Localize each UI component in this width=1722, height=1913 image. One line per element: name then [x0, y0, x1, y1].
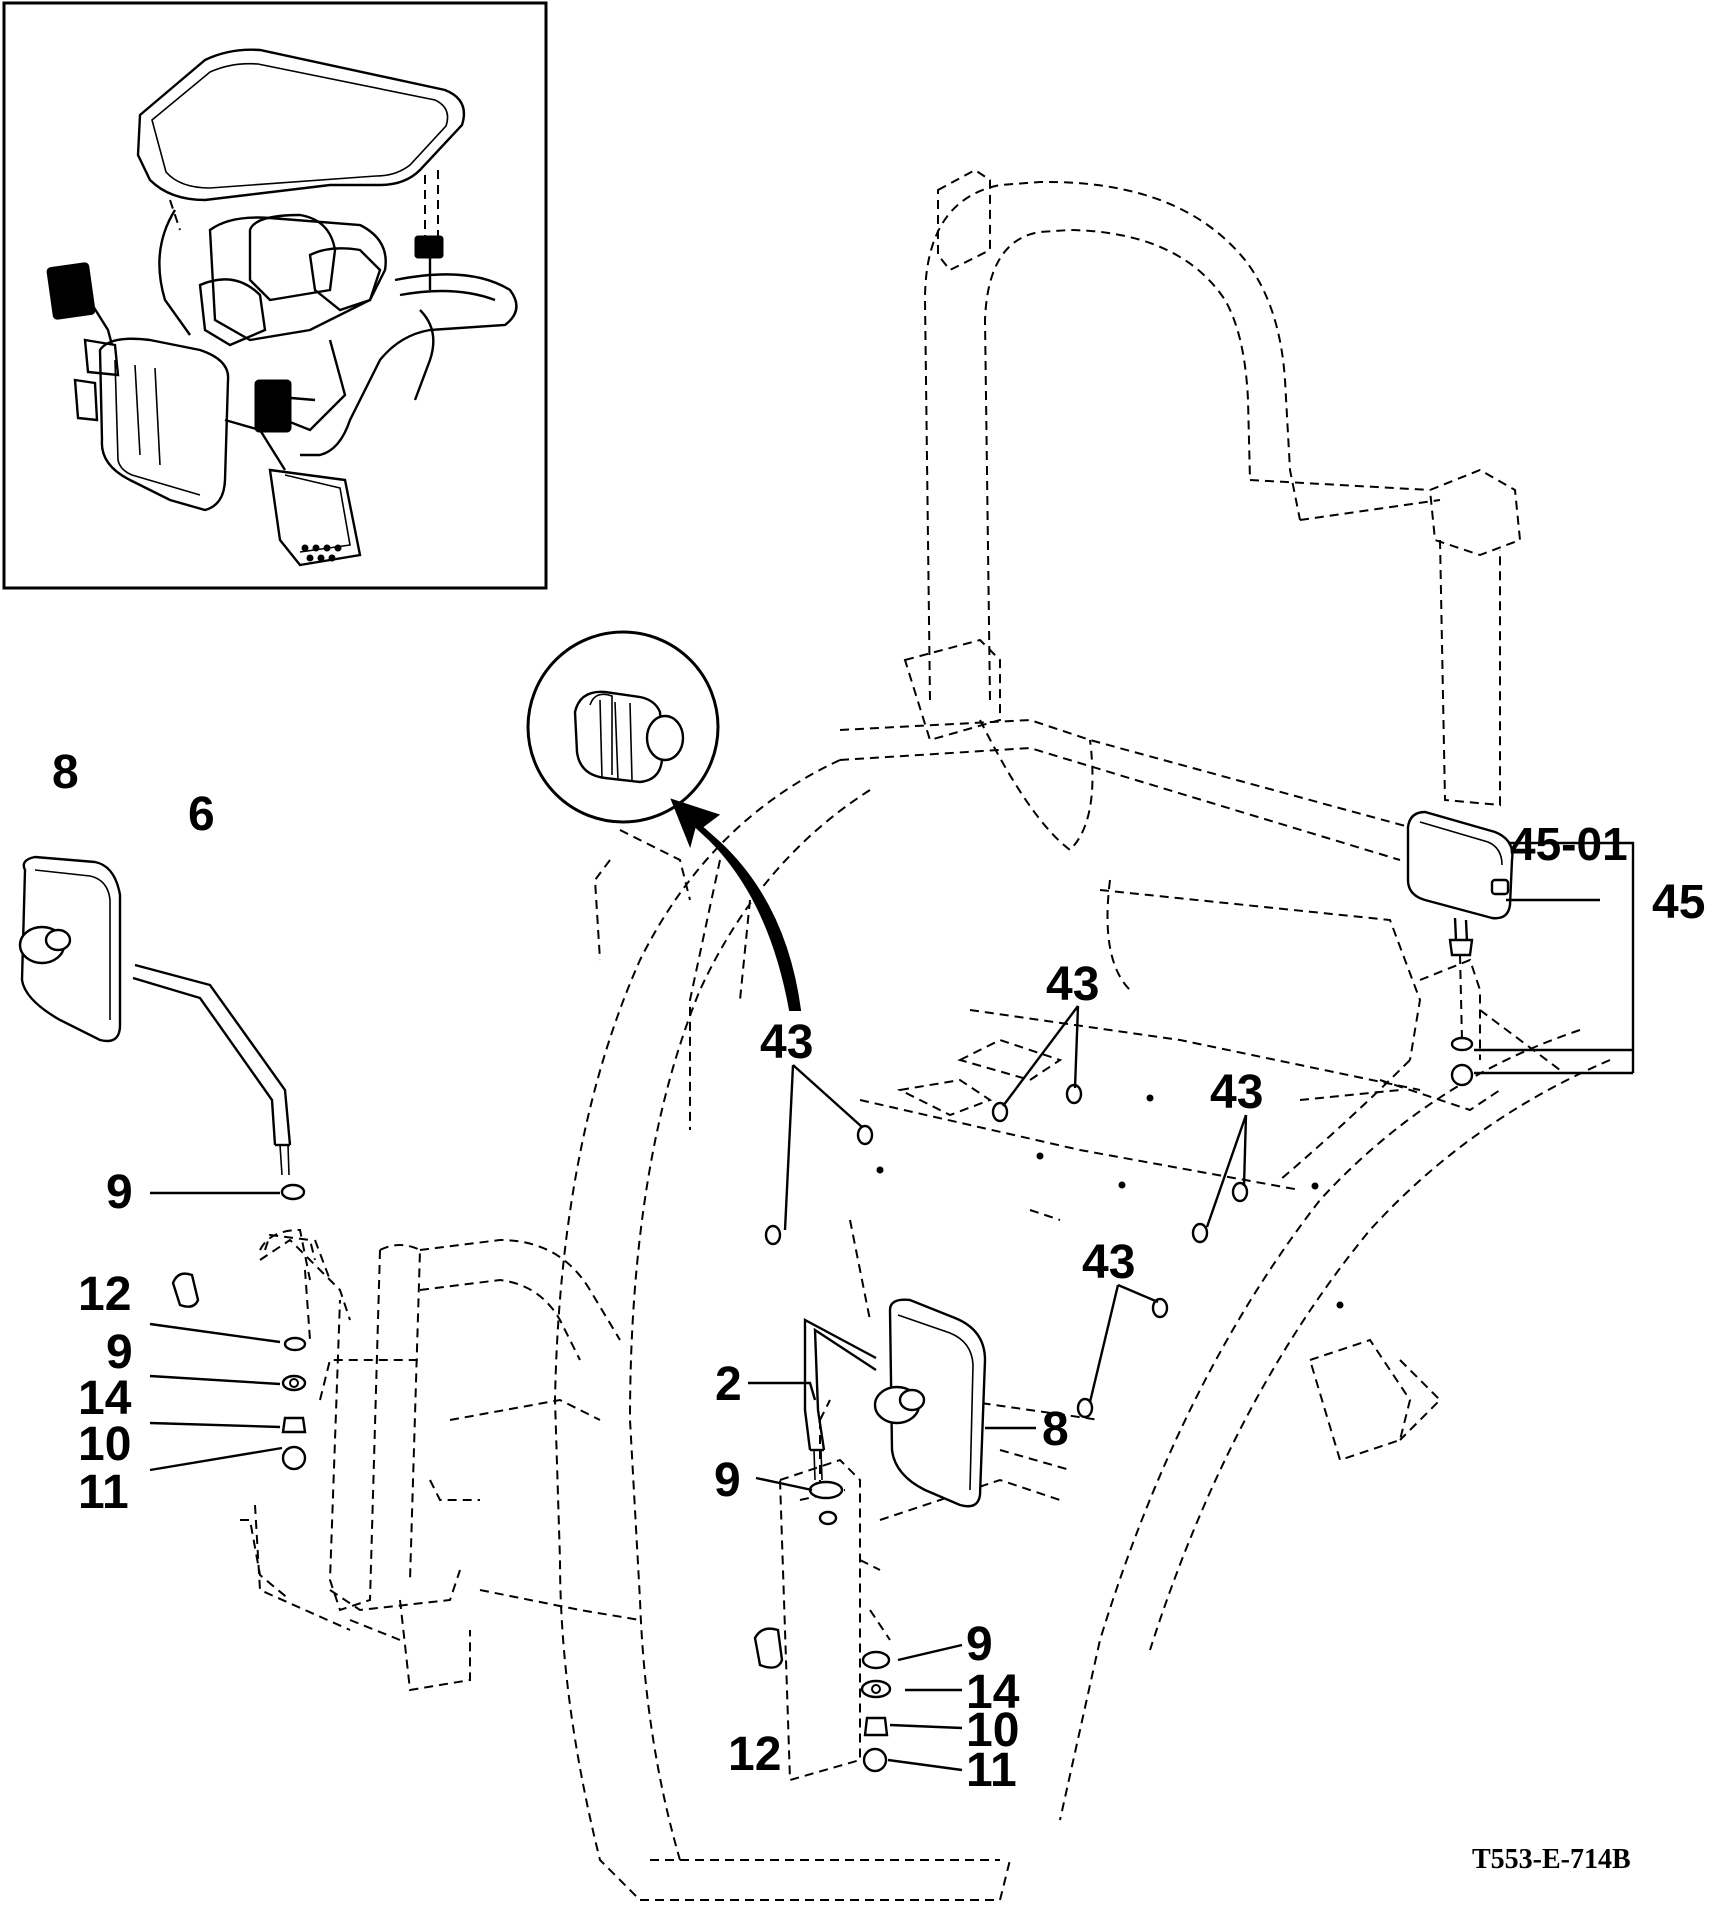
overview-inset: [2, 1, 548, 590]
callout-12-right: 12: [728, 1728, 781, 1781]
callout-11-right: 11: [966, 1744, 1017, 1797]
callout-8-left: 8: [52, 746, 79, 799]
mirror-right: [873, 1298, 987, 1508]
drawing-code: T553-E-714B: [1472, 1844, 1631, 1875]
callout-11-left: 11: [78, 1466, 129, 1519]
cab-frame: [240, 168, 1611, 1901]
fasteners-right: [753, 1480, 892, 1773]
callout-10-left: 10: [78, 1418, 131, 1471]
mirror-arm-right: [803, 1317, 877, 1481]
callout-6: 6: [188, 788, 215, 841]
bolts-43: [764, 1083, 1344, 1419]
callout-45: 45: [1652, 876, 1705, 929]
callout-10-right: 10: [966, 1704, 1019, 1757]
leader-lines: [149, 841, 1635, 1772]
callout-8-right: 8: [1042, 1403, 1069, 1456]
callout-9-b: 9: [106, 1326, 133, 1379]
callout-9-d: 9: [966, 1618, 993, 1671]
callout-14-right: 14: [966, 1666, 1020, 1719]
callout-43-b: 43: [1046, 958, 1099, 1011]
callout-2: 2: [715, 1358, 742, 1411]
mirror-left: [18, 855, 122, 1043]
callout-9-c: 9: [714, 1454, 741, 1507]
detail-magnifier: [526, 630, 802, 1011]
callout-43-a: 43: [760, 1016, 813, 1069]
callout-43-c: 43: [1210, 1066, 1263, 1119]
callout-12-left: 12: [78, 1268, 131, 1321]
callout-45-01: 45-01: [1510, 818, 1628, 870]
fasteners-left: [171, 1183, 307, 1471]
mirror-arm-left: [132, 963, 292, 1176]
callout-43-d: 43: [1082, 1236, 1135, 1289]
callout-9-a: 9: [106, 1166, 133, 1219]
work-light: [1379, 810, 1514, 1112]
callout-14-left: 14: [78, 1372, 132, 1425]
callout-labels: 8 6 9 12 9 14 10 11 43 43 43 43 45-01 45…: [52, 746, 1705, 1875]
